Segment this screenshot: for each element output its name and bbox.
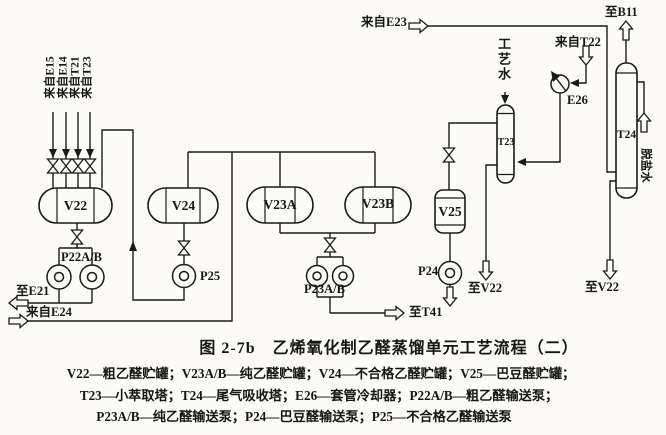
valve-v24-bottom [177, 240, 191, 256]
stream-label-from-e15: 来自E15 [44, 56, 57, 99]
label-p25: P25 [200, 269, 221, 283]
pump-p23a [305, 264, 329, 288]
stream-arrow-to-e21 [7, 295, 29, 311]
pipe-top-inlets [52, 112, 91, 188]
stream-label-desalted-water: 脱盐水 [639, 148, 652, 183]
legend-line-3: P23A/B—纯乙醛输送泵；P24—巴豆醛输送泵；P25—不合格乙醛输送泵 [96, 409, 512, 424]
vessel-v23b [344, 186, 412, 224]
stream-arrow-from-e23 [408, 18, 430, 34]
pipe-e23-to-t24 [428, 25, 616, 173]
stream-arrow-to-b11 [618, 19, 634, 41]
valve-inlet-1 [46, 158, 60, 174]
pump-p24 [437, 260, 463, 286]
label-t23: T23 [497, 137, 515, 148]
label-v22: V22 [63, 198, 88, 213]
pump-p25 [171, 263, 197, 289]
pipe-t23-to-v25 [448, 122, 497, 190]
pumps [46, 260, 463, 290]
flow-arrow-inlet-2 [62, 149, 70, 158]
stream-arrow-from-e24 [8, 313, 30, 329]
column-t23 [496, 104, 515, 184]
stream-arrow-to-v22-a [478, 260, 494, 282]
valve-v23-bottom [323, 237, 337, 253]
valve-inlet-3 [71, 158, 85, 174]
figure-title: 图 2-7b 乙烯氧化制乙醛蒸馏单元工艺流程（二） [199, 340, 579, 357]
label-p23ab: P23A/B [304, 282, 345, 296]
pipe-e24-header [28, 151, 376, 322]
flow-arrow-recycle-up [129, 241, 137, 251]
pipe-p25-recycle [101, 129, 185, 301]
stream-label-to-e21: 至E21 [16, 284, 50, 298]
valve-v22-bottom [70, 229, 84, 245]
label-p24: P24 [418, 264, 439, 278]
flow-arrow-into-e26 [570, 79, 579, 87]
stream-arrow-p24-outlet [442, 286, 458, 308]
valve-inlet-2 [59, 158, 73, 174]
valves [46, 147, 456, 256]
vessel-v22 [38, 187, 113, 224]
stream-label-to-t41: 至T41 [409, 305, 443, 319]
label-v23a: V23A [263, 197, 297, 212]
label-v25: V25 [438, 204, 462, 219]
stream-arrow-to-v22-b [602, 259, 618, 281]
vessel-v24 [147, 187, 219, 224]
label-p22ab: P22A/B [61, 250, 102, 264]
pipe-t24-bottom [609, 180, 616, 261]
vessel-v23a [246, 186, 314, 224]
stream-label-to-v22-b: 至V22 [585, 280, 620, 294]
flow-arrow-inlet-4 [86, 149, 94, 158]
pipe-desalted-water [637, 81, 645, 114]
label-e26: E26 [567, 93, 588, 107]
stream-arrow-desalted [636, 111, 652, 133]
stream-label-to-b11: 至B11 [605, 5, 638, 19]
stream-arrow-from-t22 [578, 45, 594, 67]
flow-arrow-inlet-1 [49, 149, 57, 158]
pipe-p22-outlet [26, 289, 93, 304]
valve-v25-top [442, 147, 456, 163]
stream-label-from-t22: 来自T22 [555, 35, 601, 49]
pipe-e26-to-t23 [524, 93, 561, 163]
cooler-e26 [550, 71, 570, 94]
vessel-v25 [434, 189, 466, 234]
pump-p22b [79, 264, 105, 290]
flow-arrow-into-t23 [517, 158, 526, 166]
stream-arrow-to-t41 [384, 305, 406, 321]
stream-label-from-t23: 来自T23 [81, 56, 94, 99]
pipe-v23-bottoms [279, 223, 376, 266]
pipe-t23-to-v22 [485, 164, 497, 262]
legend-line-2: T23—小萃取塔；T24—尾气吸收塔；E26—套管冷却器；P22A/B—粗乙醛输… [79, 388, 559, 403]
label-t24: T24 [616, 129, 637, 141]
stream-label-process-water: 工艺水 [496, 37, 511, 82]
flow-arrows [49, 79, 579, 251]
legend-line-1: V22—粗乙醛贮罐；V23A/B—纯乙醛贮罐；V24—不合格乙醛贮罐；V25—巴… [66, 366, 576, 381]
stream-label-from-e24: 来自E24 [26, 305, 72, 319]
pump-p22a [46, 264, 72, 290]
stream-label-from-e23: 来自E23 [361, 15, 407, 29]
column-t24 [615, 62, 638, 199]
stream-label-to-v22-a: 至V22 [468, 281, 503, 295]
pump-p23b [331, 264, 355, 288]
vessels [38, 62, 638, 234]
flow-arrow-process-water [501, 95, 509, 104]
valve-inlet-4 [83, 158, 97, 174]
label-v24: V24 [171, 198, 196, 213]
stream-arrows [7, 18, 652, 329]
flow-arrow-inlet-3 [74, 149, 82, 158]
label-v23b: V23B [361, 196, 395, 211]
pipe-p23-outlet [316, 287, 386, 314]
